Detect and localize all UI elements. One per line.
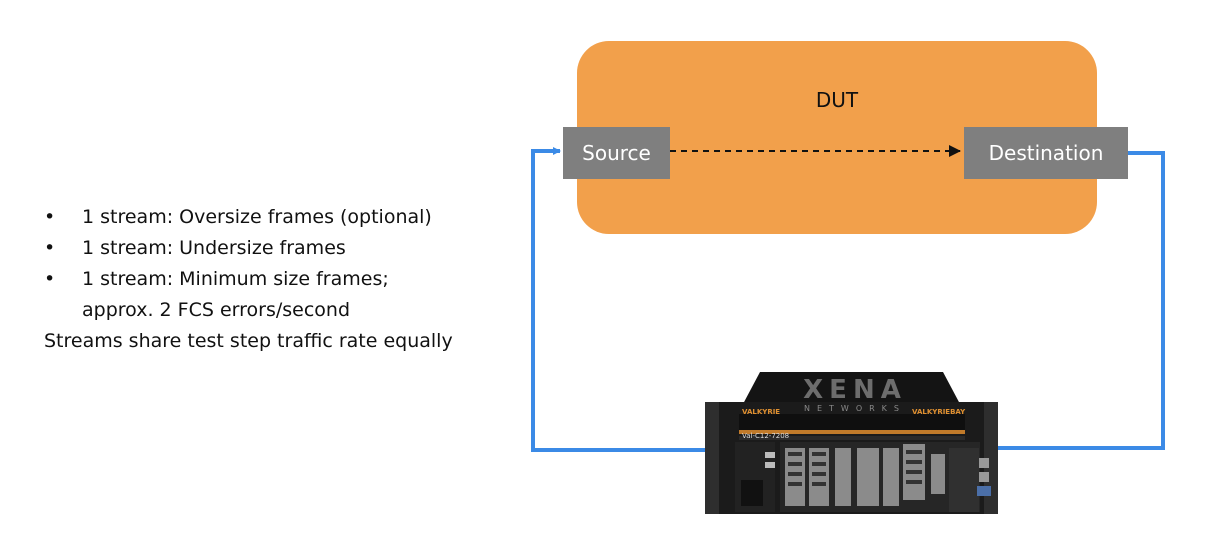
source-port: Source — [563, 127, 670, 179]
device-brand-subtitle: NETWORKS — [803, 404, 906, 413]
stream-notes: 1 stream: Oversize frames (optional) 1 s… — [44, 202, 524, 357]
bullet-minimum-size: 1 stream: Minimum size frames; — [44, 264, 524, 295]
device-right-label: VALKYRIEBAY — [912, 408, 966, 416]
xena-valkyrie-chassis — [705, 372, 998, 514]
device-brand-logo: XENA — [803, 375, 907, 405]
device-left-label: VALKYRIE — [742, 408, 781, 416]
destination-port: Destination — [964, 127, 1128, 179]
bullet-undersize: 1 stream: Undersize frames — [44, 233, 524, 264]
destination-to-tester-link — [921, 151, 1165, 452]
device-model-label: Val-C12-7208 — [742, 432, 790, 440]
stream-bullet-list: 1 stream: Oversize frames (optional) 1 s… — [44, 202, 524, 295]
tester-to-source-link — [531, 147, 810, 452]
streams-summary: Streams share test step traffic rate equ… — [44, 330, 453, 352]
bullet-oversize: 1 stream: Oversize frames (optional) — [44, 202, 524, 233]
bullet-continuation: approx. 2 FCS errors/second — [82, 299, 351, 321]
dut-title: DUT — [815, 88, 859, 112]
